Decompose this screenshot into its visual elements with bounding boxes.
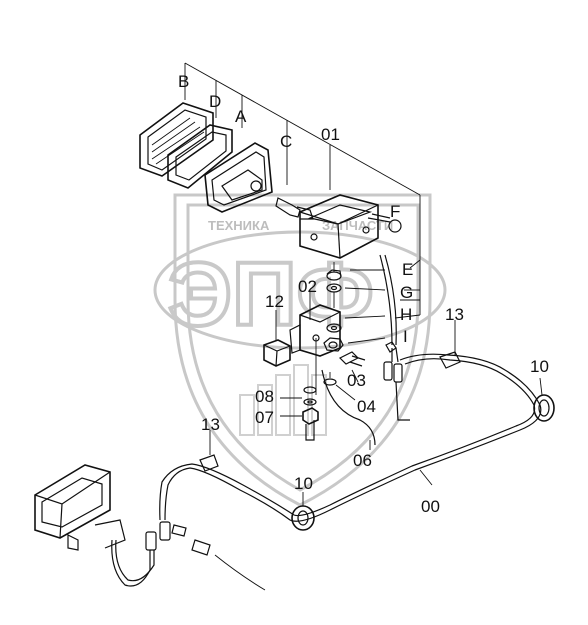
label-c: C	[280, 132, 292, 151]
part-00-harness	[159, 351, 542, 522]
watermark-shield-inner	[186, 203, 420, 492]
part-d-gasket	[167, 124, 233, 189]
lower-work-light	[34, 464, 155, 587]
label-i: I	[403, 327, 408, 346]
label-08: 08	[255, 387, 274, 406]
part-02-bracket	[289, 290, 341, 395]
part-07-bolt	[280, 407, 319, 441]
part-10-clamp-bottom	[291, 492, 315, 531]
label-02: 02	[298, 277, 317, 296]
label-13-top: 13	[445, 305, 464, 324]
watermark-top-text-right: ЗАПЧАСТИ	[322, 218, 393, 233]
label-h: H	[400, 305, 412, 324]
label-06: 06	[353, 451, 372, 470]
part-a-lamp-housing	[204, 142, 273, 213]
label-e: E	[402, 260, 413, 279]
part-03-bolt	[338, 351, 366, 383]
part-b-lens-frame	[139, 102, 214, 177]
part-04-washer	[323, 372, 356, 401]
part-e-g-h-i-hardware	[323, 262, 386, 352]
label-12: 12	[265, 292, 284, 311]
part-10-clamp-right	[533, 377, 555, 422]
part-f-screw	[367, 213, 402, 233]
label-10-bottom: 10	[294, 474, 313, 493]
lower-connectors	[145, 521, 266, 591]
label-b: B	[178, 72, 189, 91]
callout-leaders	[209, 320, 456, 486]
part-01-lamp-body	[299, 194, 379, 259]
part-c-bulb	[275, 197, 314, 220]
label-g: G	[400, 283, 413, 302]
part-12-square-nut	[263, 310, 291, 367]
label-01: 01	[321, 125, 340, 144]
part-06-wire	[321, 254, 397, 446]
label-03: 03	[347, 371, 366, 390]
label-00: 00	[421, 497, 440, 516]
label-07: 07	[255, 408, 274, 427]
callout-bracket-top	[184, 62, 421, 319]
label-04: 04	[357, 397, 376, 416]
label-d: D	[209, 92, 221, 111]
label-13-bottom: 13	[201, 415, 220, 434]
watermark-bars	[239, 364, 327, 436]
part-labels: B D A C 01 F E 02 G 12 H 13 I 03 10 08 0…	[178, 72, 549, 516]
lamp-connectors	[383, 341, 410, 421]
label-a: A	[235, 107, 247, 126]
part-08-washer	[280, 386, 317, 406]
label-f: F	[390, 202, 400, 221]
label-10-right: 10	[530, 357, 549, 376]
watermark-top-text: ТЕХНИКА	[208, 218, 270, 233]
